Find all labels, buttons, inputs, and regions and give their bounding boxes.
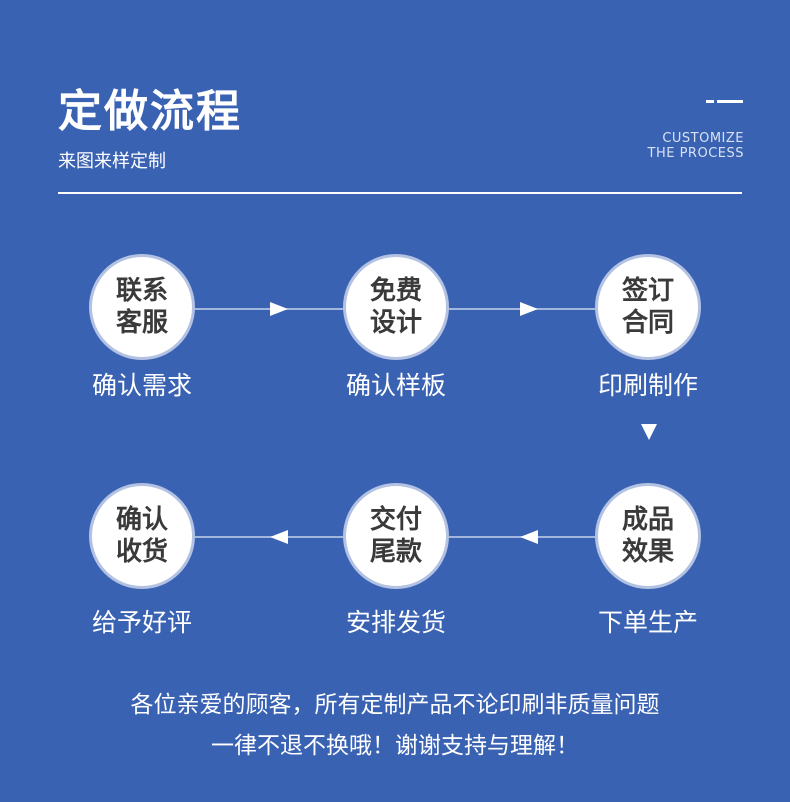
arrow-left-icon xyxy=(520,530,538,544)
decorative-line xyxy=(717,100,743,103)
step-circle-line: 客服 xyxy=(115,308,168,338)
step-circle-line: 成品 xyxy=(621,505,674,535)
step-caption-confirm-sample: 确认样板 xyxy=(345,371,446,400)
step-circle-sign-contract: 签订 合同 xyxy=(598,257,698,357)
step-circle-contact-service: 联系 客服 xyxy=(92,257,192,357)
step-circle-line: 效果 xyxy=(621,537,674,567)
step-circle-line: 收货 xyxy=(115,537,168,567)
step-circle-line: 确认 xyxy=(115,505,168,535)
step-caption-confirm-needs: 确认需求 xyxy=(91,371,192,400)
step-caption-shipping: 安排发货 xyxy=(345,608,446,637)
page-title: 定做流程 xyxy=(58,86,242,137)
step-caption-good-review: 给予好评 xyxy=(91,608,192,637)
step-circle-line: 合同 xyxy=(621,308,674,338)
step-circle-final-payment: 交付 尾款 xyxy=(346,486,446,586)
arrow-right-icon xyxy=(520,302,538,316)
arrow-left-icon xyxy=(270,530,288,544)
english-label: CUSTOMIZE THE PROCESS xyxy=(648,131,744,161)
step-circle-finished-product: 成品 效果 xyxy=(598,486,698,586)
step-circle-line: 设计 xyxy=(369,308,422,338)
page-subtitle: 来图来样定制 xyxy=(58,151,166,172)
decorative-dash xyxy=(706,100,714,103)
step-circle-line: 联系 xyxy=(115,276,168,306)
arrow-down-icon xyxy=(641,424,657,440)
step-circle-line: 尾款 xyxy=(369,537,422,567)
step-circle-free-design: 免费 设计 xyxy=(346,257,446,357)
english-label-line1: CUSTOMIZE xyxy=(662,131,744,146)
english-label-line2: THE PROCESS xyxy=(647,146,744,161)
step-circle-line: 交付 xyxy=(369,505,422,535)
step-caption-production: 下单生产 xyxy=(597,608,698,637)
notice-line-1: 各位亲爱的顾客，所有定制产品不论印刷非质量问题 xyxy=(130,692,660,718)
step-circle-line: 签订 xyxy=(621,276,674,306)
notice-line-2: 一律不退不换哦！谢谢支持与理解！ xyxy=(211,733,579,759)
step-circle-confirm-receipt: 确认 收货 xyxy=(92,486,192,586)
header-divider xyxy=(58,192,742,194)
step-circle-line: 免费 xyxy=(369,276,422,306)
arrow-right-icon xyxy=(270,302,288,316)
step-caption-printing: 印刷制作 xyxy=(597,371,698,400)
